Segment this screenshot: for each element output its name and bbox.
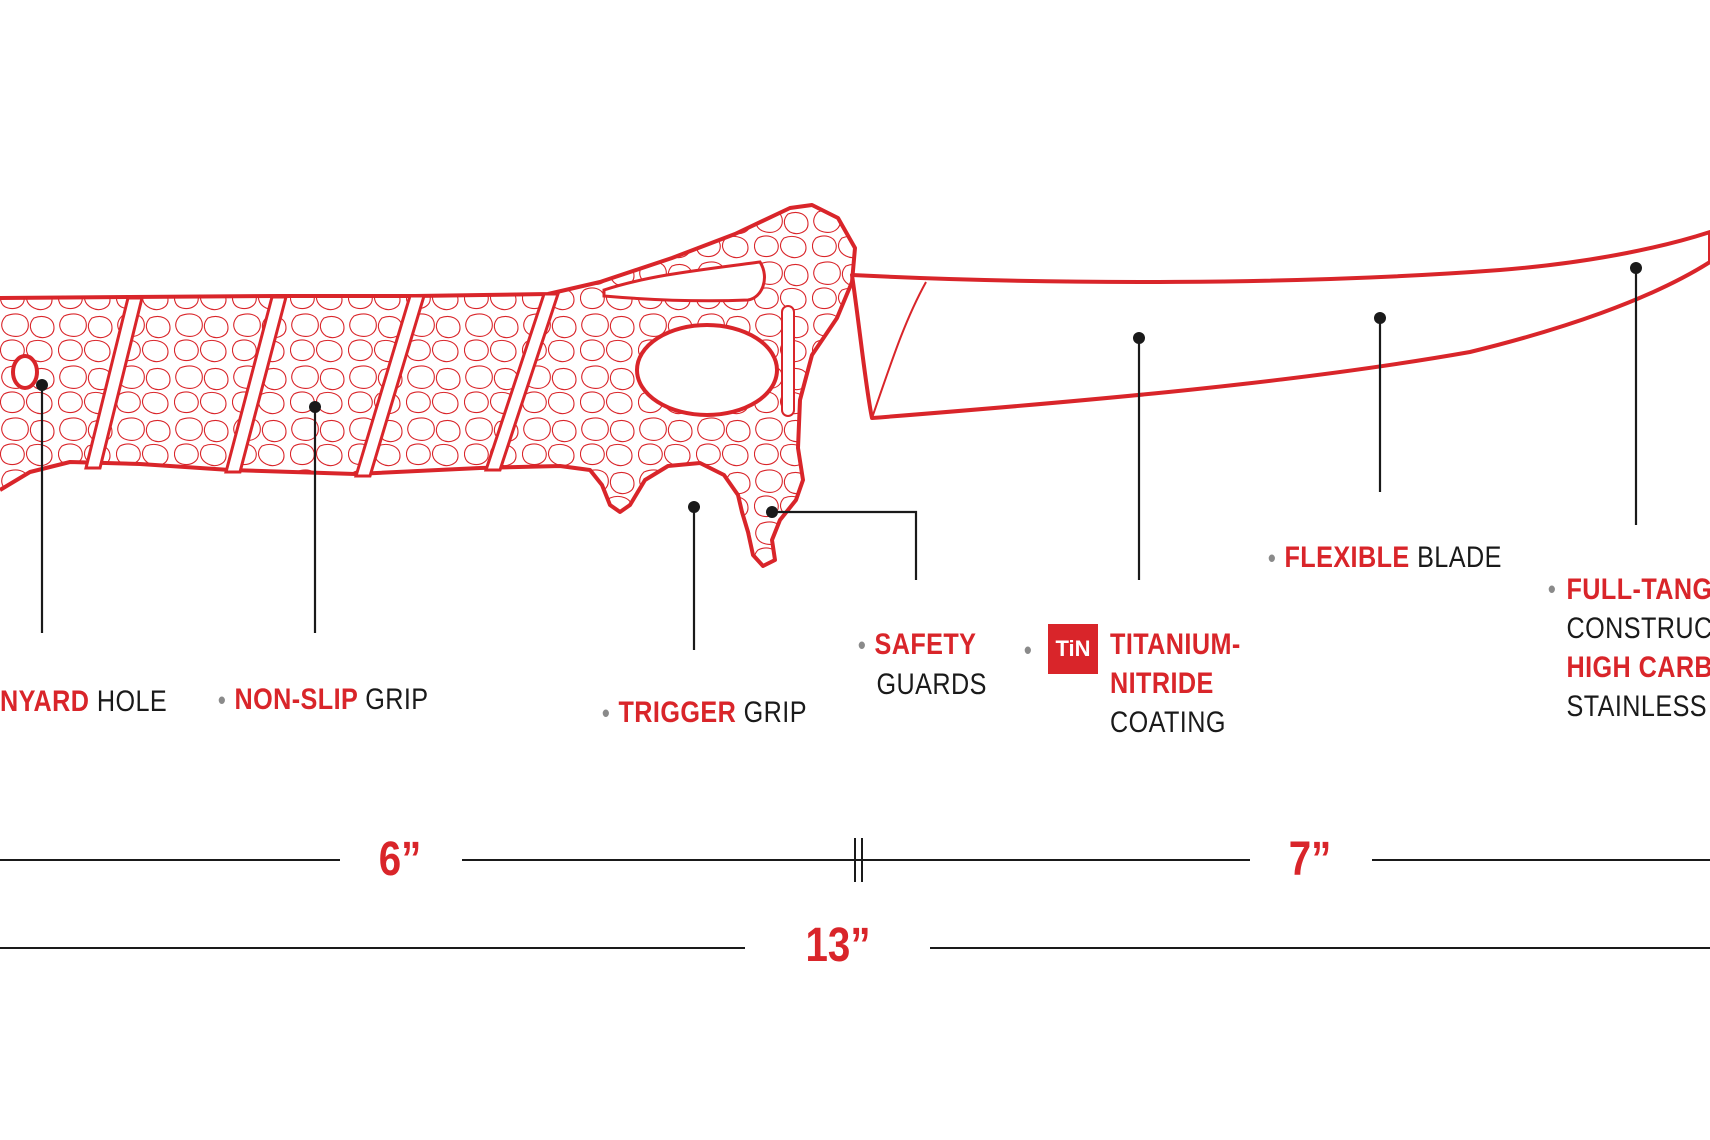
guard-slot-vertical — [781, 305, 795, 417]
tin-bullet: • — [1024, 630, 1040, 670]
full-tang-label: • FULL-TANG CONSTRUCTI HIGH CARBO STAINL… — [1548, 570, 1710, 726]
bullet-icon: • — [1268, 543, 1277, 573]
trigger-grip-label: •TRIGGER GRIP — [602, 693, 807, 733]
leader-dots — [36, 262, 1642, 518]
leader-lines — [40, 268, 1638, 650]
titanium-accent-1: TITANIUM- — [1110, 628, 1241, 661]
dimension-lines — [0, 838, 1710, 949]
trigger-accent: TRIGGER — [618, 696, 737, 729]
non-slip-accent: NON-SLIP — [234, 683, 358, 716]
lanyard-accent: NYARD — [0, 685, 90, 718]
trigger-rest: GRIP — [743, 696, 807, 729]
guard-slot — [602, 260, 766, 303]
blade-bevel — [871, 281, 927, 419]
safety-accent: SAFETY — [874, 628, 977, 661]
titanium-rest: COATING — [1110, 706, 1226, 739]
safety-rest: GUARDS — [876, 668, 987, 701]
tin-badge-icon: TiN — [1048, 624, 1098, 674]
bullet-icon: • — [602, 698, 611, 728]
lanyard-hole — [11, 354, 39, 390]
flexible-blade-label: •FLEXIBLE BLADE — [1268, 538, 1502, 578]
finger-hole — [635, 323, 779, 417]
full-tang-rest-1: CONSTRUCTI — [1566, 612, 1710, 645]
total-length-label: 13” — [805, 919, 871, 972]
grip-bands — [84, 292, 561, 478]
titanium-nitride-label: TITANIUM- NITRIDE COATING — [1110, 625, 1241, 742]
flexible-accent: FLEXIBLE — [1284, 541, 1410, 574]
bullet-icon: • — [858, 630, 867, 660]
bullet-icon: • — [1024, 635, 1033, 665]
blade-outline — [850, 230, 1710, 420]
bullet-icon: • — [1548, 574, 1557, 604]
blade-length-label: 7” — [1288, 833, 1332, 886]
lanyard-rest: HOLE — [96, 685, 168, 718]
bullet-icon: • — [218, 685, 227, 715]
full-tang-accent-1: FULL-TANG — [1566, 573, 1710, 606]
titanium-accent-2: NITRIDE — [1110, 667, 1214, 700]
full-tang-accent-2: HIGH CARBO — [1566, 651, 1710, 684]
lanyard-hole-label: NYARD HOLE — [0, 682, 167, 721]
full-tang-rest-2: STAINLESS ST — [1566, 690, 1710, 723]
handle-length-label: 6” — [378, 833, 422, 886]
non-slip-rest: GRIP — [365, 683, 429, 716]
flexible-rest: BLADE — [1417, 541, 1502, 574]
non-slip-grip-label: •NON-SLIP GRIP — [218, 680, 429, 720]
handle-outline — [0, 203, 857, 568]
safety-guards-label: •SAFETY GUARDS — [858, 625, 987, 704]
